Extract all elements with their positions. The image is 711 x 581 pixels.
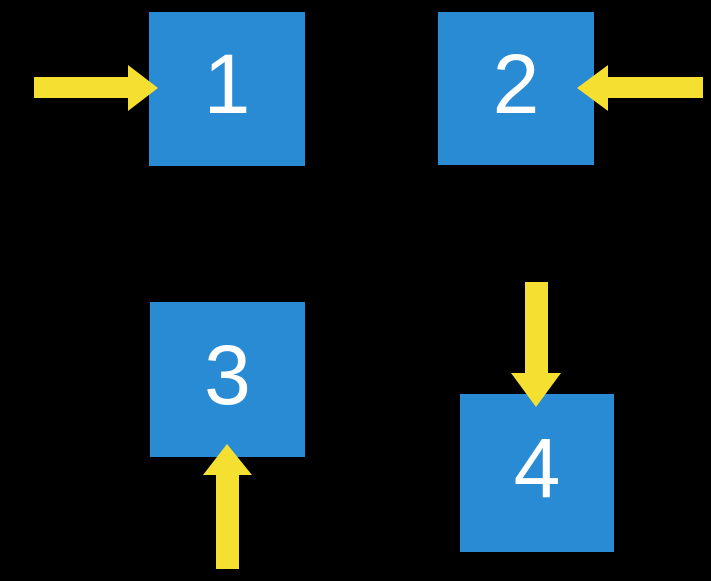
square-4: 4 xyxy=(460,394,614,552)
square-2-label: 2 xyxy=(492,36,540,131)
square-1-label: 1 xyxy=(203,37,251,131)
arrow-down-icon xyxy=(511,282,561,407)
arrow-left-icon xyxy=(577,65,703,111)
square-3: 3 xyxy=(150,302,305,457)
square-1: 1 xyxy=(149,12,305,166)
arrow-right-icon xyxy=(34,65,158,111)
arrow-up-icon xyxy=(203,444,252,569)
square-2: 2 xyxy=(438,12,594,165)
square-4-label: 4 xyxy=(513,421,561,515)
square-3-label: 3 xyxy=(204,327,251,422)
